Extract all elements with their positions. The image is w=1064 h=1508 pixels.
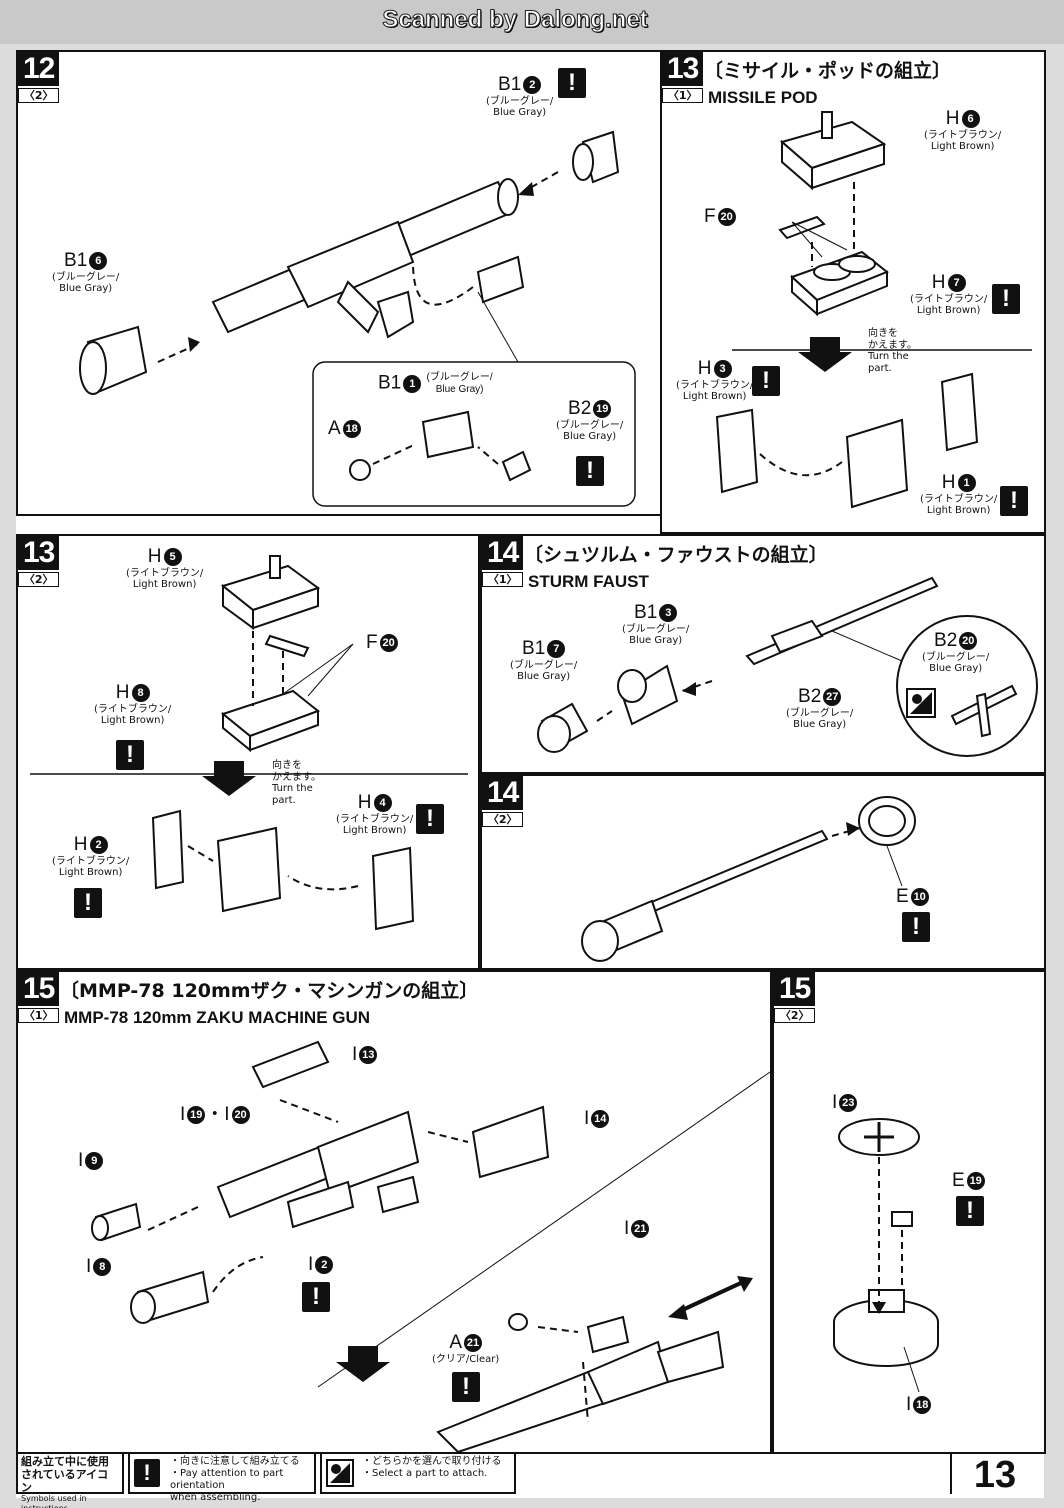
step-13-2-panel: 13 〈2〉 (16, 534, 480, 970)
step-title-en: MISSILE POD (708, 88, 818, 107)
orientation-warning-icon: ! (752, 366, 780, 396)
step-number: 15 (774, 972, 816, 1006)
step-12-2-panel: 12 〈2〉 (16, 50, 662, 516)
substep-number: 〈2〉 (774, 1008, 816, 1023)
step-number: 15 (18, 972, 60, 1006)
step-number-box: 12 〈2〉 (18, 52, 60, 103)
missile-pod-drawing (715, 111, 1032, 509)
step-number-box: 15 〈2〉 (774, 972, 816, 1023)
step-title-en: STURM FAUST (528, 572, 649, 591)
step-13-1-panel: 13 〈1〉 〔ミサイル・ポッドの組立〕 MISSILE POD (660, 50, 1046, 534)
orientation-warning-icon: ! (558, 68, 586, 98)
orientation-warning-icon: ! (902, 912, 930, 942)
orientation-warning-icon: ! (302, 1282, 330, 1312)
orientation-warning-icon: ! (116, 740, 144, 770)
step-title-en: MMP-78 120mm ZAKU MACHINE GUN (64, 1008, 371, 1027)
page-number: 13 (950, 1452, 1038, 1496)
step-number: 14 (482, 776, 524, 810)
select-part-choice-icon (906, 688, 936, 718)
substep-number: 〈1〉 (662, 88, 704, 103)
icon-legend: 組み立て中に使用 されているアイコン Symbols used in instr… (16, 1452, 556, 1508)
zaku-machine-gun-drawing (91, 1040, 770, 1452)
step-number-box: 15 〈1〉 (18, 972, 60, 1023)
step-number-box: 14 〈1〉 (482, 536, 524, 587)
orientation-warning-icon: ! (956, 1196, 984, 1226)
legend-choice-item: ・どちらかを選んで取り付ける ・Select a part to attach. (320, 1452, 516, 1494)
step-title-jp: 〔ミサイル・ポッドの組立〕 (704, 60, 952, 82)
missile-pod-rear-drawing (30, 555, 468, 931)
step-15-1-panel: 15 〈1〉 〔MMP-78 120mmザク・マシンガンの組立〕 MMP-78 … (16, 970, 772, 1454)
step-number: 13 (662, 52, 704, 86)
substep-number: 〈1〉 (482, 572, 524, 587)
step-number-box: 14 〈2〉 (482, 776, 524, 827)
legend-orientation-item: ! ・向きに注意して組み立てる ・Pay attention to part o… (128, 1452, 316, 1503)
orientation-warning-icon: ! (1000, 486, 1028, 516)
scan-credit: Scanned by Dalong.net (382, 6, 648, 34)
step-number-box: 13 〈1〉 (662, 52, 704, 103)
orientation-warning-icon: ! (416, 804, 444, 834)
substep-number: 〈2〉 (482, 812, 524, 827)
sturm-faust-assembly-drawing (581, 796, 916, 962)
instruction-sheet: 12 〈2〉 (16, 50, 1046, 1508)
orientation-warning-icon: ! (74, 888, 102, 918)
step-title-jp: 〔シュツルム・ファウストの組立〕 (524, 544, 828, 566)
substep-number: 〈1〉 (18, 1008, 60, 1023)
step-number: 14 (482, 536, 524, 570)
step-number-box: 13 〈2〉 (18, 536, 60, 587)
step-title-jp: 〔MMP-78 120mmザク・マシンガンの組立〕 (60, 980, 479, 1002)
orientation-warning-icon: ! (576, 456, 604, 486)
orientation-warning-icon: ! (452, 1372, 480, 1402)
substep-number: 〈2〉 (18, 88, 60, 103)
bazooka-drawing (79, 130, 636, 507)
select-part-choice-icon (326, 1459, 354, 1487)
orientation-warning-icon: ! (134, 1459, 160, 1487)
orientation-warning-icon: ! (992, 284, 1020, 314)
scan-header: Scanned by Dalong.net (0, 0, 1064, 44)
sturm-faust-drawing (537, 576, 1038, 757)
step-14-1-panel: 14 〈1〉 〔シュツルム・ファウストの組立〕 STURM FAUST (480, 534, 1046, 774)
step-number: 13 (18, 536, 60, 570)
legend-title: 組み立て中に使用 されているアイコン Symbols used in instr… (16, 1452, 124, 1508)
gun-stand-drawing (833, 1118, 939, 1393)
substep-number: 〈2〉 (18, 572, 60, 587)
step-number: 12 (18, 52, 60, 86)
